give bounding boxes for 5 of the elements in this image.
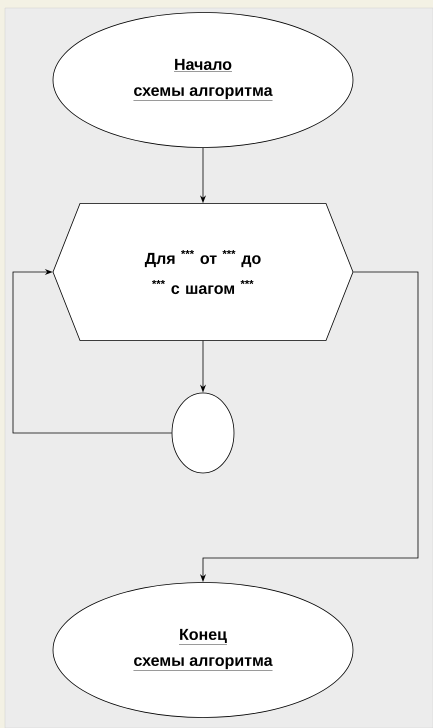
connector-circle [172,392,234,474]
end-terminal: Конец схемы алгоритма [52,582,354,718]
arrow [12,268,172,434]
start-terminal: Начало схемы алгоритма [52,12,354,148]
loop-hexagon: Для $^{***}$ от $^{***}$ до $^{***}$ с шагом $^{***}$ [52,203,354,341]
